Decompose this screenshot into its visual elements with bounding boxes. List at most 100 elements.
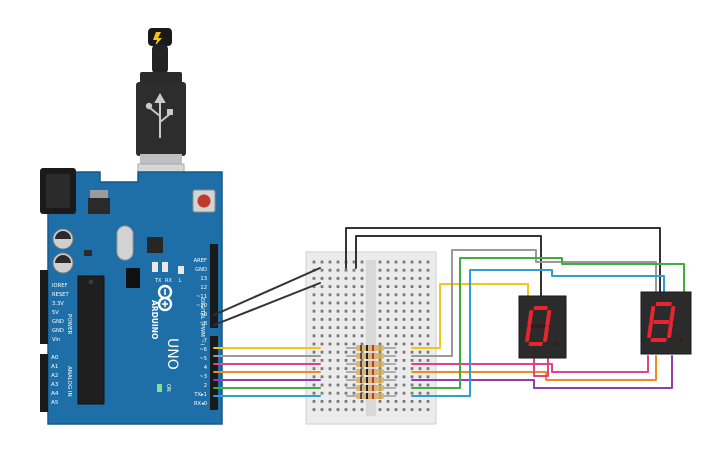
breadboard-hole: [402, 277, 406, 280]
breadboard-hole: [320, 301, 324, 305]
breadboard-hole: [360, 400, 364, 403]
breadboard-hole: [320, 400, 324, 403]
breadboard-hole: [394, 367, 398, 370]
breadboard-hole: [352, 342, 356, 346]
resistor[interactable]: [346, 353, 396, 359]
resistor-array[interactable]: [346, 345, 396, 399]
breadboard-hole: [328, 359, 332, 362]
breadboard-hole: [402, 334, 406, 338]
resistor[interactable]: [346, 385, 396, 391]
breadboard-hole: [386, 334, 390, 338]
svg-text:12: 12: [200, 285, 207, 291]
svg-text:GND: GND: [195, 267, 207, 273]
breadboard-hole: [328, 301, 332, 305]
breadboard-hole: [426, 293, 430, 297]
arduino-uno-board[interactable]: TX RX L ARDUINO UNO POWER ANALOG IN DIGI…: [40, 168, 223, 425]
svg-text:TX▸1: TX▸1: [193, 392, 207, 398]
breadboard-hole: [410, 367, 414, 370]
breadboard-hole: [336, 367, 340, 370]
breadboard-hole: [410, 359, 414, 362]
breadboard-hole: [378, 268, 382, 272]
power-section-label: POWER: [66, 314, 72, 335]
crystal-oscillator: [116, 225, 134, 261]
breadboard-hole: [312, 359, 316, 362]
breadboard-hole: [402, 318, 406, 321]
usb-trident-icon: [145, 92, 173, 138]
segment-e: [525, 326, 531, 342]
breadboard-hole: [402, 400, 406, 403]
breadboard-hole: [320, 277, 324, 280]
breadboard-hole: [344, 309, 348, 313]
power-header: [40, 270, 48, 344]
arduino-logo: [157, 284, 173, 312]
resistor[interactable]: [346, 361, 396, 367]
breadboard-hole: [328, 350, 332, 354]
breadboard-hole: [312, 400, 316, 403]
breadboard-hole: [320, 383, 324, 387]
breadboard-hole: [386, 326, 390, 329]
breadboard-hole: [402, 309, 406, 313]
segment-c: [667, 322, 673, 338]
svg-text:GND: GND: [52, 319, 64, 325]
breadboard-hole: [418, 285, 422, 288]
breadboard-hole: [378, 408, 382, 411]
breadboard-hole: [336, 260, 340, 264]
seven-segment-display-left[interactable]: 0: [0, 0, 567, 359]
breadboard-hole: [312, 342, 316, 346]
svg-text:8: 8: [204, 321, 207, 327]
digital-top-pin-labels: AREF GND 13 12 ~11 ~10 ~9 8: [194, 258, 207, 327]
breadboard-hole: [426, 326, 430, 329]
breadboard-hole: [344, 408, 348, 411]
breadboard-hole: [312, 391, 316, 395]
breadboard-hole: [336, 334, 340, 338]
resistor[interactable]: [346, 369, 396, 375]
svg-text:~6: ~6: [199, 347, 207, 353]
breadboard-hole: [418, 334, 422, 338]
breadboard-hole: [344, 301, 348, 305]
segment-b: [669, 306, 676, 322]
breadboard-hole: [418, 309, 422, 313]
breadboard-hole: [320, 268, 324, 272]
breadboard-hole: [336, 285, 340, 288]
breadboard-hole: [402, 285, 406, 288]
breadboard-hole: [352, 268, 356, 272]
breadboard-hole: [402, 268, 406, 272]
breadboard-hole: [394, 326, 398, 329]
breadboard-hole: [312, 301, 316, 305]
breadboard-hole: [360, 309, 364, 313]
resistor[interactable]: [346, 393, 396, 399]
breadboard-hole: [328, 260, 332, 264]
wire-purple-to-display: [411, 355, 673, 389]
seven-segment-display-right[interactable]: 8: [0, 0, 692, 355]
reset-button[interactable]: [192, 189, 216, 213]
breadboard-hole: [378, 342, 382, 346]
breadboard-hole: [426, 277, 430, 280]
usb-interface-chip: [147, 237, 163, 253]
svg-text:2: 2: [204, 383, 207, 389]
breadboard-hole: [328, 318, 332, 321]
svg-text:A5: A5: [51, 400, 59, 406]
power-pin-labels: IOREF RESET 3.3V 5V GND GND Vin: [52, 283, 69, 343]
breadboard-hole: [336, 318, 340, 321]
breadboard-hole: [386, 260, 390, 264]
svg-text:RESET: RESET: [52, 292, 69, 298]
breadboard-hole: [402, 391, 406, 395]
lightning-bolt-icon: [153, 32, 162, 46]
breadboard-hole: [320, 326, 324, 329]
breadboard-hole: [402, 367, 406, 370]
breadboard-hole: [426, 408, 430, 411]
resistor[interactable]: [346, 345, 396, 351]
breadboard-hole: [360, 342, 364, 346]
breadboard-hole: [378, 318, 382, 321]
segment-g: [653, 320, 670, 324]
breadboard-hole: [418, 400, 422, 403]
breadboard-hole: [328, 400, 332, 403]
breadboard-hole: [410, 383, 414, 387]
breadboard-hole: [418, 342, 422, 346]
breadboard-hole: [402, 375, 406, 379]
resistor[interactable]: [346, 377, 396, 383]
breadboard-hole: [386, 309, 390, 313]
rx-led-label: RX: [165, 278, 172, 284]
